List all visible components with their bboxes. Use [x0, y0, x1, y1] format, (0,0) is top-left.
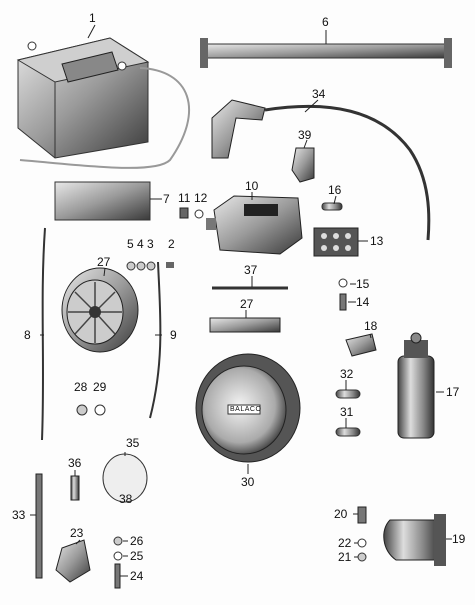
lamp-logo-text: BALACO	[230, 406, 262, 413]
cable-8-part	[41, 227, 46, 441]
cable-9-part	[149, 261, 162, 419]
leader-lines	[30, 24, 452, 577]
callout-22: 22	[338, 536, 352, 550]
callout-10: 10	[245, 179, 259, 193]
washer-part	[194, 209, 204, 219]
callout-27-bracket: 27	[240, 297, 254, 311]
ignition-coil-part	[397, 332, 435, 439]
callout-16: 16	[328, 183, 342, 197]
callout-4: 4	[137, 237, 144, 251]
callout-7: 7	[163, 192, 170, 206]
callout-19: 19	[452, 532, 466, 546]
callout-12: 12	[194, 191, 208, 205]
ignition-lead-part	[211, 99, 431, 241]
callout-15: 15	[356, 277, 370, 291]
connector-part	[345, 333, 377, 357]
callout-25: 25	[130, 549, 144, 563]
callout-30: 30	[241, 475, 255, 489]
callout-8: 8	[24, 328, 31, 342]
callout-20: 20	[334, 507, 348, 521]
callout-24: 24	[130, 569, 144, 583]
callout-35: 35	[126, 436, 140, 450]
callout-14: 14	[356, 295, 370, 309]
callout-36: 36	[68, 456, 82, 470]
regulator-part	[206, 195, 303, 255]
callout-29: 29	[93, 380, 107, 394]
callout-5: 5	[127, 237, 134, 251]
coil-clamp-part	[383, 514, 446, 566]
plate-part	[54, 181, 151, 221]
callout-26: 26	[130, 534, 144, 548]
callout-9: 9	[170, 328, 177, 342]
callout-18: 18	[364, 319, 378, 333]
callout-38: 38	[119, 492, 133, 506]
callout-21: 21	[338, 550, 352, 564]
callout-32: 32	[340, 367, 354, 381]
callout-6: 6	[322, 15, 329, 29]
callout-39: 39	[298, 128, 312, 142]
terminal-block-part	[313, 227, 359, 257]
callout-11: 11	[178, 191, 191, 205]
battery-part	[16, 37, 191, 169]
callout-28: 28	[74, 380, 88, 394]
bracket-part	[291, 147, 315, 183]
screw-part	[179, 207, 189, 219]
callout-37: 37	[244, 263, 258, 277]
callout-27-horn: 27	[97, 255, 111, 269]
callout-13: 13	[370, 234, 384, 248]
mount-bracket-part	[209, 317, 281, 333]
horn-part	[61, 267, 139, 353]
callout-31: 31	[340, 405, 354, 419]
callout-17: 17	[446, 385, 460, 399]
callout-2: 2	[168, 237, 175, 251]
callout-34: 34	[312, 87, 326, 101]
callout-3: 3	[147, 237, 154, 251]
callout-33: 33	[12, 508, 26, 522]
fuse-part	[321, 202, 343, 211]
callout-23: 23	[70, 526, 84, 540]
callout-1: 1	[89, 11, 96, 25]
tail-lamp-part	[195, 353, 301, 463]
